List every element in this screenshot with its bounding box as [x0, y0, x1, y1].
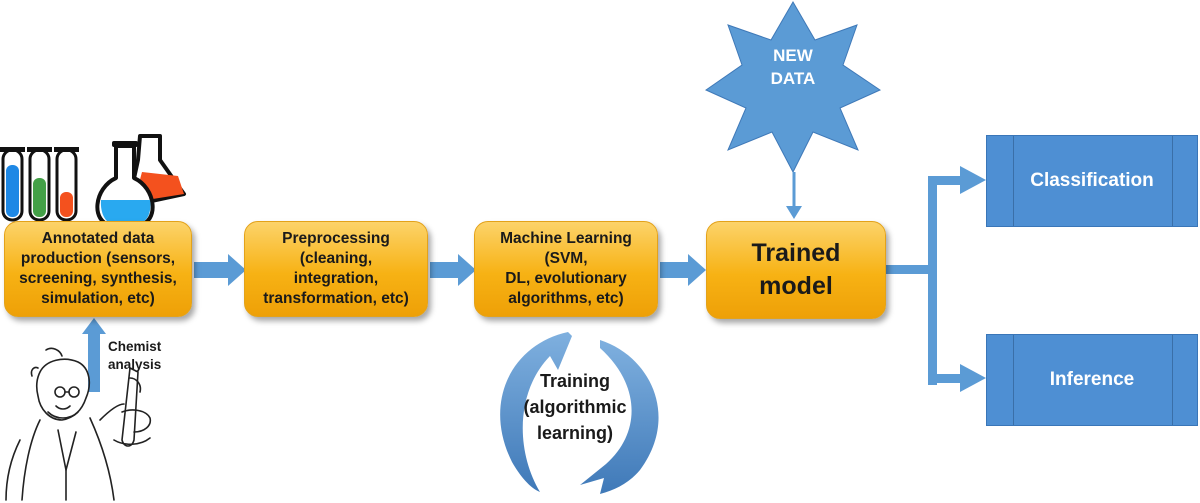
- classification-box: Classification: [986, 135, 1198, 227]
- inference-box: Inference: [986, 334, 1198, 426]
- arrow-ml-to-trained: [660, 254, 706, 286]
- training-cycle-left-arrow: [500, 332, 572, 492]
- arrow-chemist-to-annotated: [82, 318, 106, 392]
- preprocessing-label: Preprocessing (cleaning, integration, tr…: [263, 230, 409, 307]
- test-tubes-icon: [0, 147, 79, 222]
- arrow-preprocessing-to-ml: [430, 254, 476, 286]
- chemist-analysis-label: Chemist analysis: [108, 339, 162, 372]
- flask-icon: [95, 134, 186, 228]
- arrow-trained-to-outputs: [886, 166, 986, 392]
- training-label: Training (algorithmic learning): [523, 371, 627, 443]
- new-data-label: NEW DATA: [770, 46, 816, 88]
- trained-model-box: Trained model: [706, 221, 886, 319]
- trained-model-label: Trained model: [751, 239, 841, 300]
- machine-learning-box: Machine Learning (SVM, DL, evolutionary …: [474, 221, 658, 317]
- arrow-annotated-to-preprocessing: [194, 254, 246, 286]
- chemist-illustration: [5, 347, 152, 501]
- annotated-data-box: Annotated data production (sensors, scre…: [4, 221, 192, 317]
- classification-label: Classification: [1030, 170, 1154, 191]
- annotated-data-label: Annotated data production (sensors, scre…: [19, 230, 177, 307]
- inference-label: Inference: [1049, 369, 1135, 390]
- preprocessing-box: Preprocessing (cleaning, integration, tr…: [244, 221, 428, 317]
- training-cycle-right-arrow: [580, 340, 659, 494]
- machine-learning-label: Machine Learning (SVM, DL, evolutionary …: [500, 230, 632, 307]
